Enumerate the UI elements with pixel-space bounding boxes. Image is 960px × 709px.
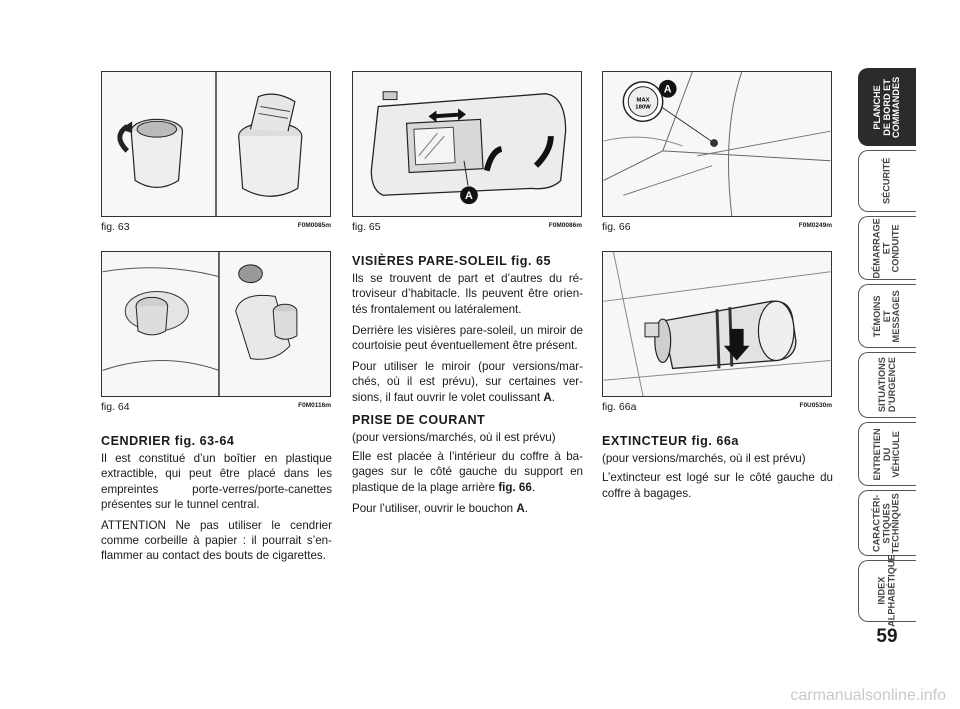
paragraph-cendrier-1: Il est constitué d’un boîtier en plastiq… — [101, 452, 332, 511]
fig-66a-code: F0U0530m — [799, 402, 832, 409]
column-extincteur: EXTINCTEUR fig. 66a (pour versions/march… — [602, 434, 833, 507]
subheading-prise: (pour versions/marchés, où il est prévu) — [352, 431, 556, 445]
ashtray-illustration — [117, 72, 303, 216]
power-socket-illustration: MAX 180W A — [603, 72, 831, 216]
tab-temoins[interactable]: TÉMOINS ET MESSAGES — [858, 284, 916, 348]
paragraph-visieres-1: Ils se trouvent de part et d’autres du r… — [352, 272, 583, 316]
tab-securite[interactable]: SÉCURITÉ — [858, 150, 916, 212]
fig-63-code: F0M0085m — [297, 222, 331, 229]
paragraph-prise-1: Elle est placée à l’intérieur du coffre … — [352, 450, 583, 494]
tab-entretien[interactable]: ENTRETIEN DU VÉHICULE — [858, 422, 916, 486]
figure-64 — [101, 251, 331, 397]
paragraph-cendrier-2: ATTENTION Ne pas utiliser le cendrier co… — [101, 519, 332, 563]
column-visieres: VISIÈRES PARE-SOLEIL fig. 65 Ils se trou… — [352, 254, 583, 522]
ashtray-in-cupholder-illustration — [102, 252, 298, 396]
figure-65: A — [352, 71, 582, 217]
fig-65-code: F0M0086m — [548, 222, 582, 229]
subheading-extincteur: (pour versions/marchés, où il est prévu) — [602, 452, 806, 466]
paragraph-prise-2: Pour l’utiliser, ouvrir le bouchon A. — [352, 501, 528, 515]
socket-max-text: MAX — [636, 98, 649, 104]
paragraph-visieres-2: Derrière les visières pare-soleil, un mi… — [352, 323, 583, 353]
figure-66a — [602, 251, 832, 397]
tab-caracteristiques[interactable]: CARACTÉRI- STIQUES TECHNIQUES — [858, 490, 916, 556]
callout-a: A — [664, 84, 672, 96]
tab-index[interactable]: INDEX ALPHABÉTIQUE — [858, 555, 916, 627]
watermark: carmanualsonline.info — [790, 687, 946, 704]
fig-64-label: fig. 64 — [101, 401, 130, 413]
socket-watt-text: 180W — [635, 104, 651, 110]
paragraph-extincteur: L’extincteur est logé sur le côté gauche… — [602, 471, 833, 500]
heading-extincteur: EXTINCTEUR fig. 66a — [602, 434, 739, 448]
tab-situations[interactable]: SITUATIONS D’URGENCE — [858, 352, 916, 418]
heading-prise: PRISE DE COURANT — [352, 412, 486, 427]
figure-63 — [101, 71, 331, 217]
heading-visieres: VISIÈRES PARE-SOLEIL fig. 65 — [352, 254, 551, 268]
fig-66a-label: fig. 66a — [602, 401, 637, 413]
callout-a: A — [465, 190, 473, 202]
page-number: 59 — [876, 626, 898, 647]
fig-63-label: fig. 63 — [101, 221, 130, 233]
fig-66-label: fig. 66 — [602, 221, 631, 233]
figure-66: MAX 180W A — [602, 71, 832, 217]
sun-visor-illustration: A — [370, 91, 567, 205]
tab-demarrage[interactable]: DÉMARRAGE ET CONDUITE — [858, 216, 916, 280]
fig-66-code: F0M0249m — [798, 222, 832, 229]
fig-64-code: F0M0116m — [298, 402, 331, 409]
paragraph-visieres-3: Pour utiliser le miroir (pour versions/m… — [352, 360, 583, 404]
tab-planche-de-bord[interactable]: PLANCHE DE BORD ET COMMANDES — [858, 68, 916, 146]
column-cendrier: CENDRIER fig. 63-64 Il est constitué d’u… — [101, 434, 332, 570]
fire-extinguisher-illustration — [603, 252, 831, 396]
fig-65-label: fig. 65 — [352, 221, 381, 233]
heading-cendrier: CENDRIER fig. 63-64 — [101, 434, 235, 448]
